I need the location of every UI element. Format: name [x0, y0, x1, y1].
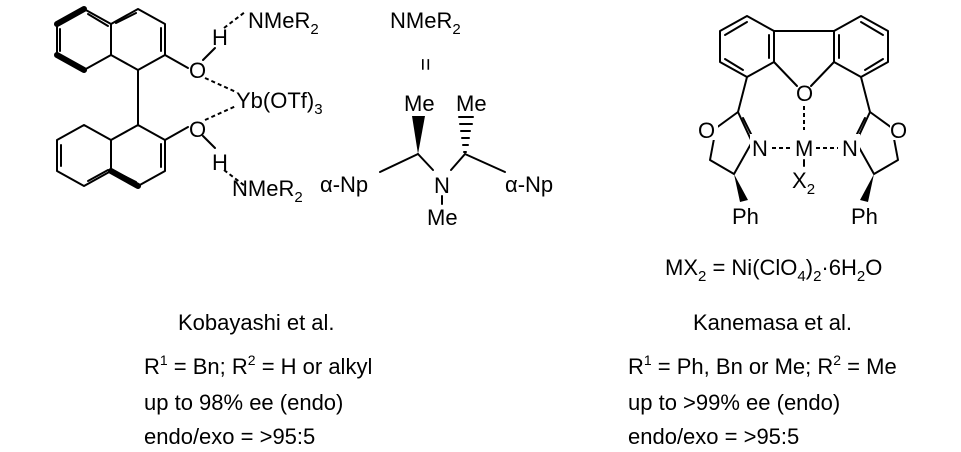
lower-amine-label: NMeR2 [232, 176, 303, 206]
n-methyl-label: Me [427, 205, 458, 230]
left-benzene-ring [719, 15, 775, 78]
right-ratio-line: endo/exo = >95:5 [628, 424, 799, 449]
right-oxazoline-oxygen: O [890, 118, 907, 143]
upper-amine-label: NMeR2 [248, 8, 319, 38]
right-caption: Kanemasa et al. R1 = Ph, Bn or Me; R2 = … [628, 310, 897, 449]
left-ratio-line: endo/exo = >95:5 [144, 424, 315, 449]
left-phenyl-label: Ph [732, 204, 759, 229]
lower-hydrogen-label: H [212, 150, 228, 175]
amine-definition-label: NMeR2 [390, 8, 461, 38]
right-naphthyl-label: α-Np [505, 172, 553, 197]
lower-oxygen-label: O [189, 117, 206, 142]
ytterbium-triflate-label: Yb(OTf)3 [236, 88, 323, 118]
left-caption: Kobayashi et al. R1 = Bn; R2 = H or alky… [144, 310, 372, 449]
right-ee-line: up to >99% ee (endo) [628, 390, 840, 415]
upper-bold-edge-2 [54, 6, 87, 27]
upper-naphthalene-inner-ring [110, 8, 166, 71]
right-methyl-label: Me [456, 91, 487, 116]
left-naphthyl-label: α-Np [320, 172, 368, 197]
lower-naphthalene-outer-ring [56, 124, 112, 187]
dbfox-metal-complex: O O N O N M X2 Ph Ph MX2 = Ni(ClO4) [665, 15, 910, 285]
right-benzene-ring [833, 15, 889, 78]
left-ee-line: up to 98% ee (endo) [144, 390, 343, 415]
left-wedge-bond [412, 116, 425, 154]
right-substituent-line: R1 = Ph, Bn or Me; R2 = Me [628, 352, 897, 379]
central-nitrogen-label: N [434, 173, 450, 198]
right-author-caption: Kanemasa et al. [693, 310, 852, 335]
upper-hydrogen-label: H [212, 25, 228, 50]
metal-label: M [795, 136, 813, 161]
binol-ytterbium-complex: O O H H NMeR2 Yb(OTf)3 NMeR2 [54, 6, 323, 206]
left-substituent-line: R1 = Bn; R2 = H or alkyl [144, 352, 372, 379]
right-hashed-bond [458, 116, 474, 153]
left-oxazoline-oxygen: O [698, 118, 715, 143]
chiral-amine-definition: NMeR2 = Me Me N Me α-Np α-Np [320, 8, 553, 230]
lower-bold-edge [108, 168, 141, 189]
counterion-label: X2 [792, 168, 815, 198]
left-phenyl-wedge [734, 174, 748, 202]
upper-oxygen-label: O [189, 58, 206, 83]
left-methyl-label: Me [404, 91, 435, 116]
upper-bold-edge [54, 52, 87, 73]
right-nitrogen-label: N [842, 136, 858, 161]
equals-sign: = [413, 58, 438, 71]
metal-salt-formula: MX2 = Ni(ClO4)2·6H2O [665, 255, 882, 285]
left-nitrogen-label: N [752, 136, 768, 161]
left-author-caption: Kobayashi et al. [178, 310, 335, 335]
right-phenyl-wedge [860, 174, 874, 202]
left-oxazoline-ring [709, 111, 753, 175]
bridging-oxygen-label: O [796, 81, 813, 106]
right-phenyl-label: Ph [851, 204, 878, 229]
